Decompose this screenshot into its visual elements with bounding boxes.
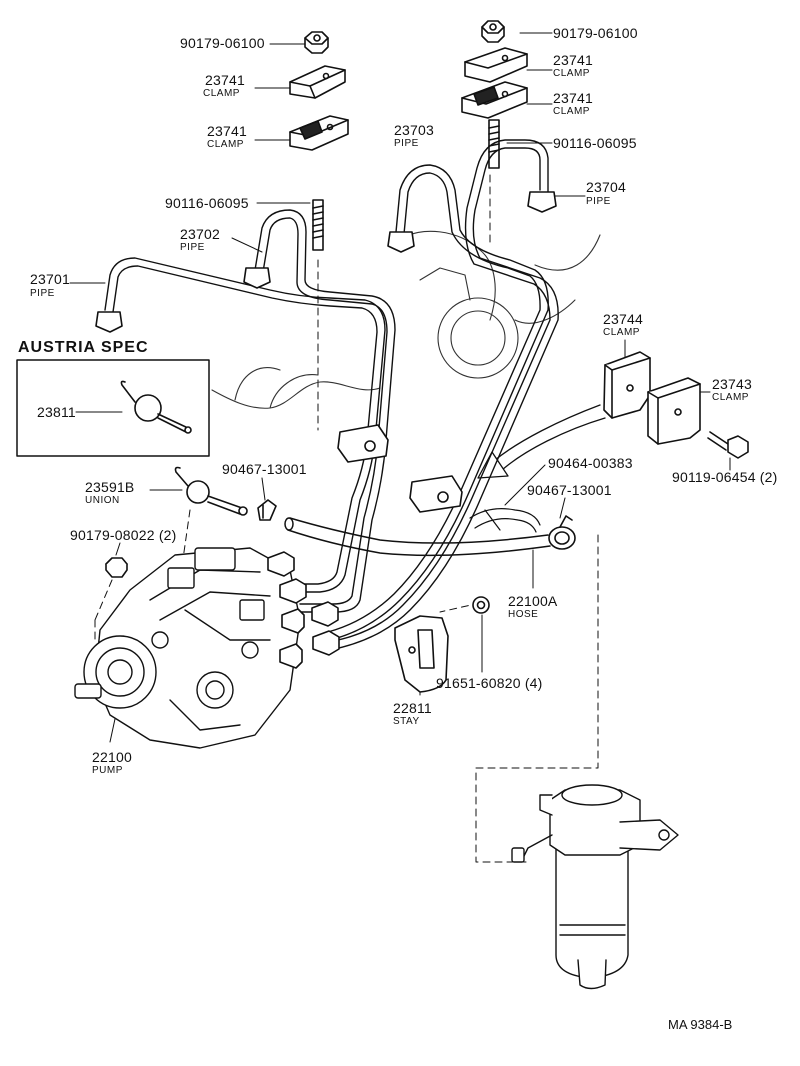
label-22100a-name: HOSE: [508, 609, 539, 620]
label-23744-name: CLAMP: [603, 327, 640, 338]
hose-clip: [548, 515, 576, 550]
austria-spec-box: [16, 359, 210, 457]
pipe-end-nuts: [95, 191, 557, 333]
label-90467-13001-right: 90467-13001: [527, 482, 612, 498]
clamp-left-lower: [289, 115, 349, 151]
pump-outlet-nuts: [267, 551, 340, 669]
union-23591b: [174, 466, 248, 516]
label-90179-06100-left: 90179-06100: [180, 35, 265, 51]
bolt-90119-06454: [707, 431, 749, 459]
label-23741-d: 23741: [553, 90, 593, 106]
label-23743: 23743: [712, 376, 752, 392]
label-90116-06095-left: 90116-06095: [165, 195, 249, 211]
clamp-left-upper: [289, 65, 346, 99]
clamp-23743: [647, 377, 701, 445]
label-23743-name: CLAMP: [712, 392, 749, 403]
nut-90179-08022: [105, 557, 128, 578]
label-23704: 23704: [586, 179, 626, 195]
stud-left: [312, 199, 324, 251]
bolt-91651-60820: [472, 596, 490, 614]
stud-right: [488, 119, 500, 169]
direction-arrow: [477, 404, 606, 479]
drawing-reference: MA 9384-B: [668, 1017, 733, 1032]
label-23702-name: PIPE: [180, 242, 205, 253]
label-23741-a: 23741: [205, 72, 245, 88]
label-23702: 23702: [180, 226, 220, 242]
hose-clamp-small: [257, 499, 277, 521]
pipe-23703: [327, 164, 549, 641]
pump-22100: [74, 547, 301, 749]
label-22811-name: STAY: [393, 716, 420, 727]
label-22100: 22100: [92, 749, 132, 765]
clamp-right-lower: [461, 81, 528, 119]
label-23704-name: PIPE: [586, 196, 611, 207]
wire-clip: [469, 508, 541, 533]
label-22100a: 22100A: [508, 593, 558, 609]
label-90179-08022: 90179-08022 (2): [70, 527, 177, 543]
pipe-23701: [104, 257, 386, 593]
label-23591b-name: UNION: [85, 495, 120, 506]
label-23741-b: 23741: [207, 123, 247, 139]
nut-left-top: [304, 31, 329, 54]
label-22100-name: PUMP: [92, 765, 123, 776]
hose-22100a: [284, 517, 551, 557]
label-90179-06100-right: 90179-06100: [553, 25, 638, 41]
label-23701-name: PIPE: [30, 288, 55, 299]
label-23744: 23744: [603, 311, 643, 327]
dashed-guide-lines: [94, 174, 599, 863]
label-90467-13001-left: 90467-13001: [222, 461, 307, 477]
engine-outline: [211, 230, 601, 409]
pipe-23702: [254, 209, 396, 613]
label-23703-name: PIPE: [394, 138, 419, 149]
label-91651-60820: 91651-60820 (4): [436, 675, 543, 691]
label-23811: 23811: [37, 404, 76, 420]
label-22811: 22811: [393, 700, 432, 716]
stay-22811: [394, 615, 449, 693]
label-23703: 23703: [394, 122, 434, 138]
clamp-right-upper: [464, 47, 528, 83]
clamp-23744: [603, 351, 651, 419]
pipe-brackets: [337, 424, 463, 513]
label-23741-b-name: CLAMP: [207, 139, 244, 150]
label-23741-d-name: CLAMP: [553, 106, 590, 117]
label-90464-00383: 90464-00383: [548, 455, 633, 471]
label-23701: 23701: [30, 271, 70, 287]
label-23741-c: 23741: [553, 52, 593, 68]
austria-spec-title: AUSTRIA SPEC: [18, 339, 149, 356]
label-23741-a-name: CLAMP: [203, 88, 240, 99]
pipe-23704: [327, 139, 559, 651]
label-90116-06095-right: 90116-06095: [553, 135, 637, 151]
label-23591b: 23591B: [85, 479, 135, 495]
label-23741-c-name: CLAMP: [553, 68, 590, 79]
fuel-filter: [511, 784, 679, 990]
label-90119-06454: 90119-06454 (2): [672, 469, 778, 485]
nut-right-top: [481, 20, 505, 43]
